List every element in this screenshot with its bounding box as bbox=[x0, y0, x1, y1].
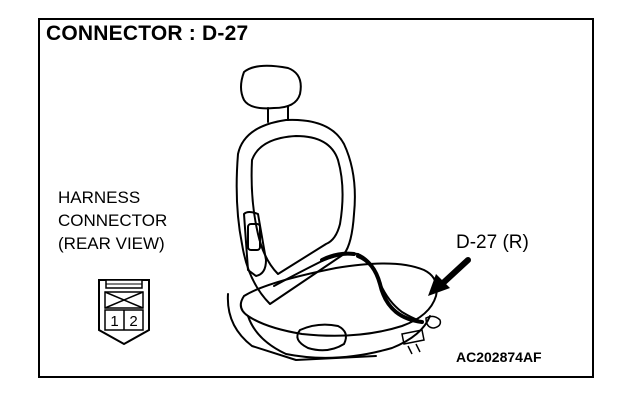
figure-code: AC202874AF bbox=[456, 349, 542, 365]
connector-rear-view-icon: 1 2 bbox=[98, 279, 150, 346]
harness-label-line-2: CONNECTOR bbox=[58, 211, 168, 230]
diagram-frame: CONNECTOR : D-27 HARNESS CONNECTOR (REAR… bbox=[38, 18, 594, 378]
harness-connector-label: HARNESS CONNECTOR (REAR VIEW) bbox=[58, 186, 167, 255]
connector-pin-2: 2 bbox=[129, 313, 137, 330]
harness-label-line-3: (REAR VIEW) bbox=[58, 234, 165, 253]
harness-label-line-1: HARNESS bbox=[58, 188, 141, 207]
connector-pin-1: 1 bbox=[110, 313, 118, 330]
seat-illustration bbox=[226, 64, 442, 361]
diagram-title: CONNECTOR : D-27 bbox=[46, 22, 249, 45]
connector-callout-label: D-27 (R) bbox=[456, 232, 529, 253]
pointer-arrow-icon bbox=[428, 257, 471, 296]
